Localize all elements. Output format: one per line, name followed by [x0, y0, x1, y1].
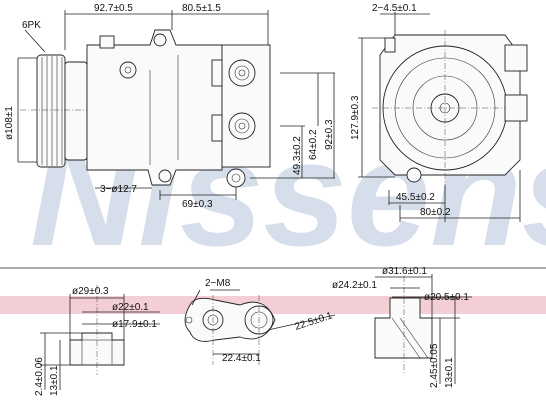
fit2-d3-label: ø20.5±0.1	[424, 292, 469, 303]
width-80-label: 80.5±1.5	[182, 3, 221, 14]
side-height-label: 127.9±0.3	[350, 95, 361, 140]
compressor-side-view	[372, 30, 528, 185]
fit2-d1-label: ø31.6±0.1	[382, 266, 427, 277]
flange-detail	[184, 295, 276, 365]
fitting-right-detail	[374, 276, 433, 375]
width-92-label: 92.7±0.5	[94, 3, 133, 14]
side-top-label: 2−4.5±0.1	[372, 3, 417, 14]
fit1-d2-label: ø22±0.1	[112, 302, 149, 313]
compressor-front-view	[20, 29, 271, 188]
fit1-h1-label: 2.4±0.06	[34, 357, 45, 396]
fit2-d2-label: ø24.2±0.1	[332, 280, 377, 291]
fit1-dia-label: ø29±0.3	[72, 286, 109, 297]
pulley-diameter-label: ø108±1	[4, 106, 15, 140]
side-width-45-label: 45.5±0.2	[396, 192, 435, 203]
belt-label: 6PK	[22, 20, 41, 31]
height-64-label: 64±0.2	[308, 129, 319, 160]
thread-label: 2−M8	[205, 278, 231, 289]
side-dimension-lines	[358, 12, 521, 222]
fitting-left-detail	[69, 285, 125, 375]
height-92-label: 92±0.3	[324, 119, 335, 150]
width-69-label: 69±0.3	[182, 199, 213, 210]
side-width-80-label: 80±0.2	[420, 207, 451, 218]
flange-dimension-lines	[191, 289, 336, 355]
front-dimension-lines	[17, 10, 335, 200]
spacing-label: 22.4±0.1	[222, 353, 261, 364]
fit1-d3-label: ø17.9±0.1	[112, 319, 157, 330]
fit1-h2-label: 13±0.1	[49, 365, 60, 396]
bolt-label: 3−ø12.7	[100, 184, 137, 195]
fitting-left-dimension-lines	[40, 294, 160, 390]
fit2-h2-label: 13±0.1	[444, 357, 455, 388]
fit2-h1-label: 2.45±0.05	[429, 343, 440, 388]
height-49-label: 49.3±0.2	[292, 136, 303, 175]
fitting-right-dimension-lines	[375, 274, 472, 384]
